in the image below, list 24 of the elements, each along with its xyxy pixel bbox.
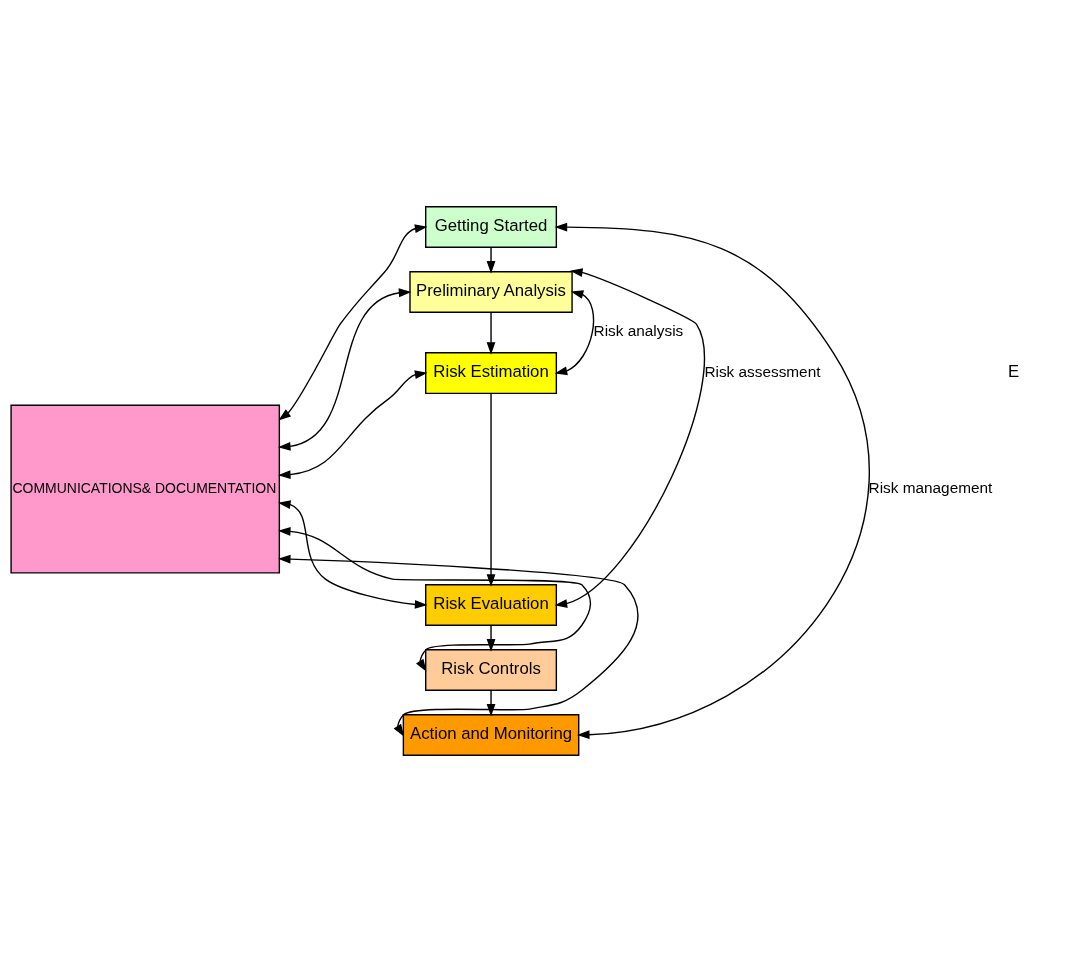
- node-box: Risk Estimation: [425, 352, 558, 394]
- edge-label: Risk assessment: [704, 362, 821, 380]
- arrow: [486, 624, 496, 652]
- arrow: [277, 554, 639, 737]
- arrow: [277, 527, 592, 672]
- node-box: Risk Evaluation: [425, 584, 558, 626]
- arrow: [277, 370, 428, 479]
- arrow: [486, 246, 496, 274]
- node-box: Action and Monitoring: [402, 714, 580, 756]
- node-box: Getting Started: [425, 206, 558, 248]
- arrow: [554, 268, 706, 608]
- node-box: Risk Controls: [425, 649, 558, 691]
- arrow: [277, 500, 428, 609]
- arrow: [554, 290, 595, 376]
- node-box: COMMUNICATIONS& DOCUMENTATION: [10, 404, 281, 574]
- label: E: [1008, 362, 1020, 382]
- edge-label: Risk analysis: [593, 322, 684, 340]
- arrow: [486, 311, 496, 355]
- arrow: [277, 288, 412, 451]
- arrow: [278, 224, 428, 421]
- arrow: [554, 222, 870, 740]
- node-box: Preliminary Analysis: [409, 271, 573, 313]
- arrow: [486, 689, 496, 717]
- edge-label: Risk management: [868, 478, 993, 496]
